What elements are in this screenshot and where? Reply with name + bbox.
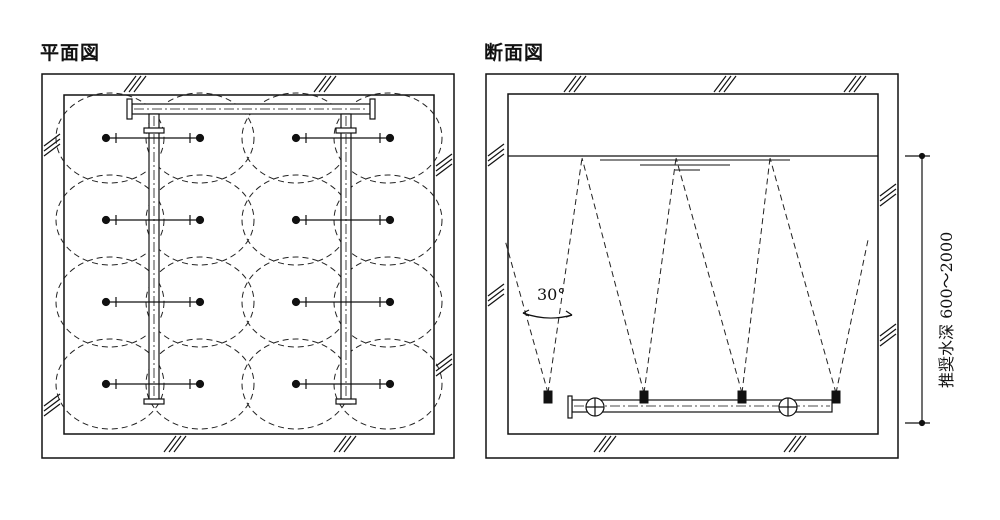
angle-arrow-right <box>565 310 573 318</box>
plan-tank-outer-wall <box>41 73 455 459</box>
plan-tank-inner-wall <box>63 94 435 435</box>
section-tank-outer-wall <box>485 73 899 459</box>
plan-nozzle-branches <box>101 133 395 389</box>
plan-view <box>41 73 455 459</box>
angle-arc <box>522 312 573 319</box>
section-view <box>485 73 930 459</box>
depth-label: 推奨水深 600～2000 <box>937 232 956 388</box>
branch-right-row3 <box>291 297 395 307</box>
branch-right-row1 <box>291 133 395 143</box>
branch-left-row2 <box>101 215 205 225</box>
depth-dimension <box>905 152 930 427</box>
water-surface-symbol <box>600 159 790 171</box>
plan-distribution-pipe-right <box>335 113 357 405</box>
plan-coverage-circles <box>55 92 443 430</box>
plan-view-title: 平面図 <box>40 42 101 64</box>
plan-header-pipe <box>126 98 376 120</box>
plan-wall-hatch-marks <box>43 75 453 453</box>
branch-left-row4 <box>101 379 205 389</box>
section-wall-hatch-marks <box>487 75 897 453</box>
section-view-title: 断面図 <box>484 42 545 64</box>
branch-left-row1 <box>101 133 205 143</box>
spray-cones <box>504 157 869 394</box>
section-nozzles <box>543 390 841 404</box>
branch-right-row2 <box>291 215 395 225</box>
section-header-pipe <box>567 395 833 419</box>
branch-left-row3 <box>101 297 205 307</box>
angle-arrow-left <box>522 309 530 317</box>
plan-distribution-pipe-left <box>143 113 165 405</box>
branch-right-row4 <box>291 379 395 389</box>
section-tank-inner-wall <box>507 93 879 435</box>
angle-label: 30° <box>537 285 565 304</box>
